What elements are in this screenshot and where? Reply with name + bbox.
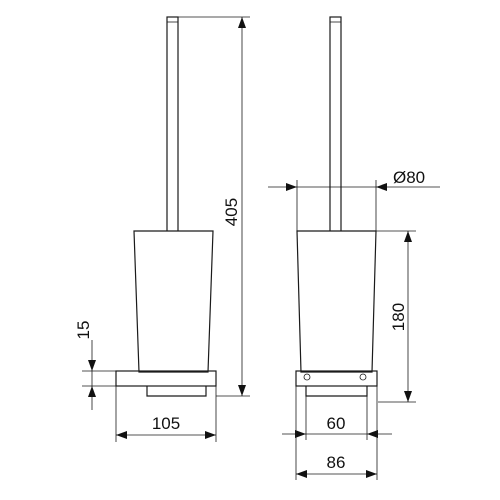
dimension-cup-height: 180 [376, 230, 416, 403]
side-view [295, 16, 378, 397]
front-base-plate [115, 370, 217, 387]
side-base-plate [295, 370, 378, 387]
arrow-down [404, 391, 412, 402]
arrow-left [367, 430, 378, 438]
arrow-left [296, 470, 307, 478]
arrow-right [366, 470, 377, 478]
cup-diameter-label: Ø80 [393, 168, 425, 187]
front-view [115, 16, 217, 397]
base-height-label: 15 [74, 321, 93, 340]
dimension-base-width-side: 86 [295, 386, 378, 480]
arrow-left [376, 183, 387, 191]
arrow-left [116, 431, 127, 439]
arrow-right [286, 183, 297, 191]
base-width-side-label: 86 [327, 453, 346, 472]
base-inner-width-label: 60 [327, 414, 346, 433]
dimension-base-height: 15 [74, 321, 116, 410]
arrow-right [205, 431, 216, 439]
arrow-down [238, 385, 246, 396]
arrow-up [404, 231, 412, 242]
side-wall-bracket [305, 386, 368, 397]
dimension-total-height: 405 [178, 16, 250, 397]
dimension-base-inner-width: 60 [282, 396, 392, 440]
base-width-front-label: 105 [152, 414, 180, 433]
screw-hole-icon [303, 373, 311, 381]
dimension-base-width-front: 105 [115, 386, 217, 442]
front-wall-bracket [146, 386, 207, 397]
side-handle-rod [329, 16, 342, 236]
total-height-label: 405 [222, 198, 241, 226]
cup-height-label: 180 [389, 303, 408, 331]
arrow-down [88, 360, 96, 371]
front-handle-rod [166, 16, 179, 236]
arrow-right [295, 430, 306, 438]
screw-hole-icon [359, 373, 367, 381]
dimension-cup-diameter: Ø80 [268, 168, 440, 231]
front-glass-cup [133, 230, 214, 373]
arrow-up [238, 17, 246, 28]
side-glass-cup [296, 230, 377, 373]
arrow-up [88, 386, 96, 397]
